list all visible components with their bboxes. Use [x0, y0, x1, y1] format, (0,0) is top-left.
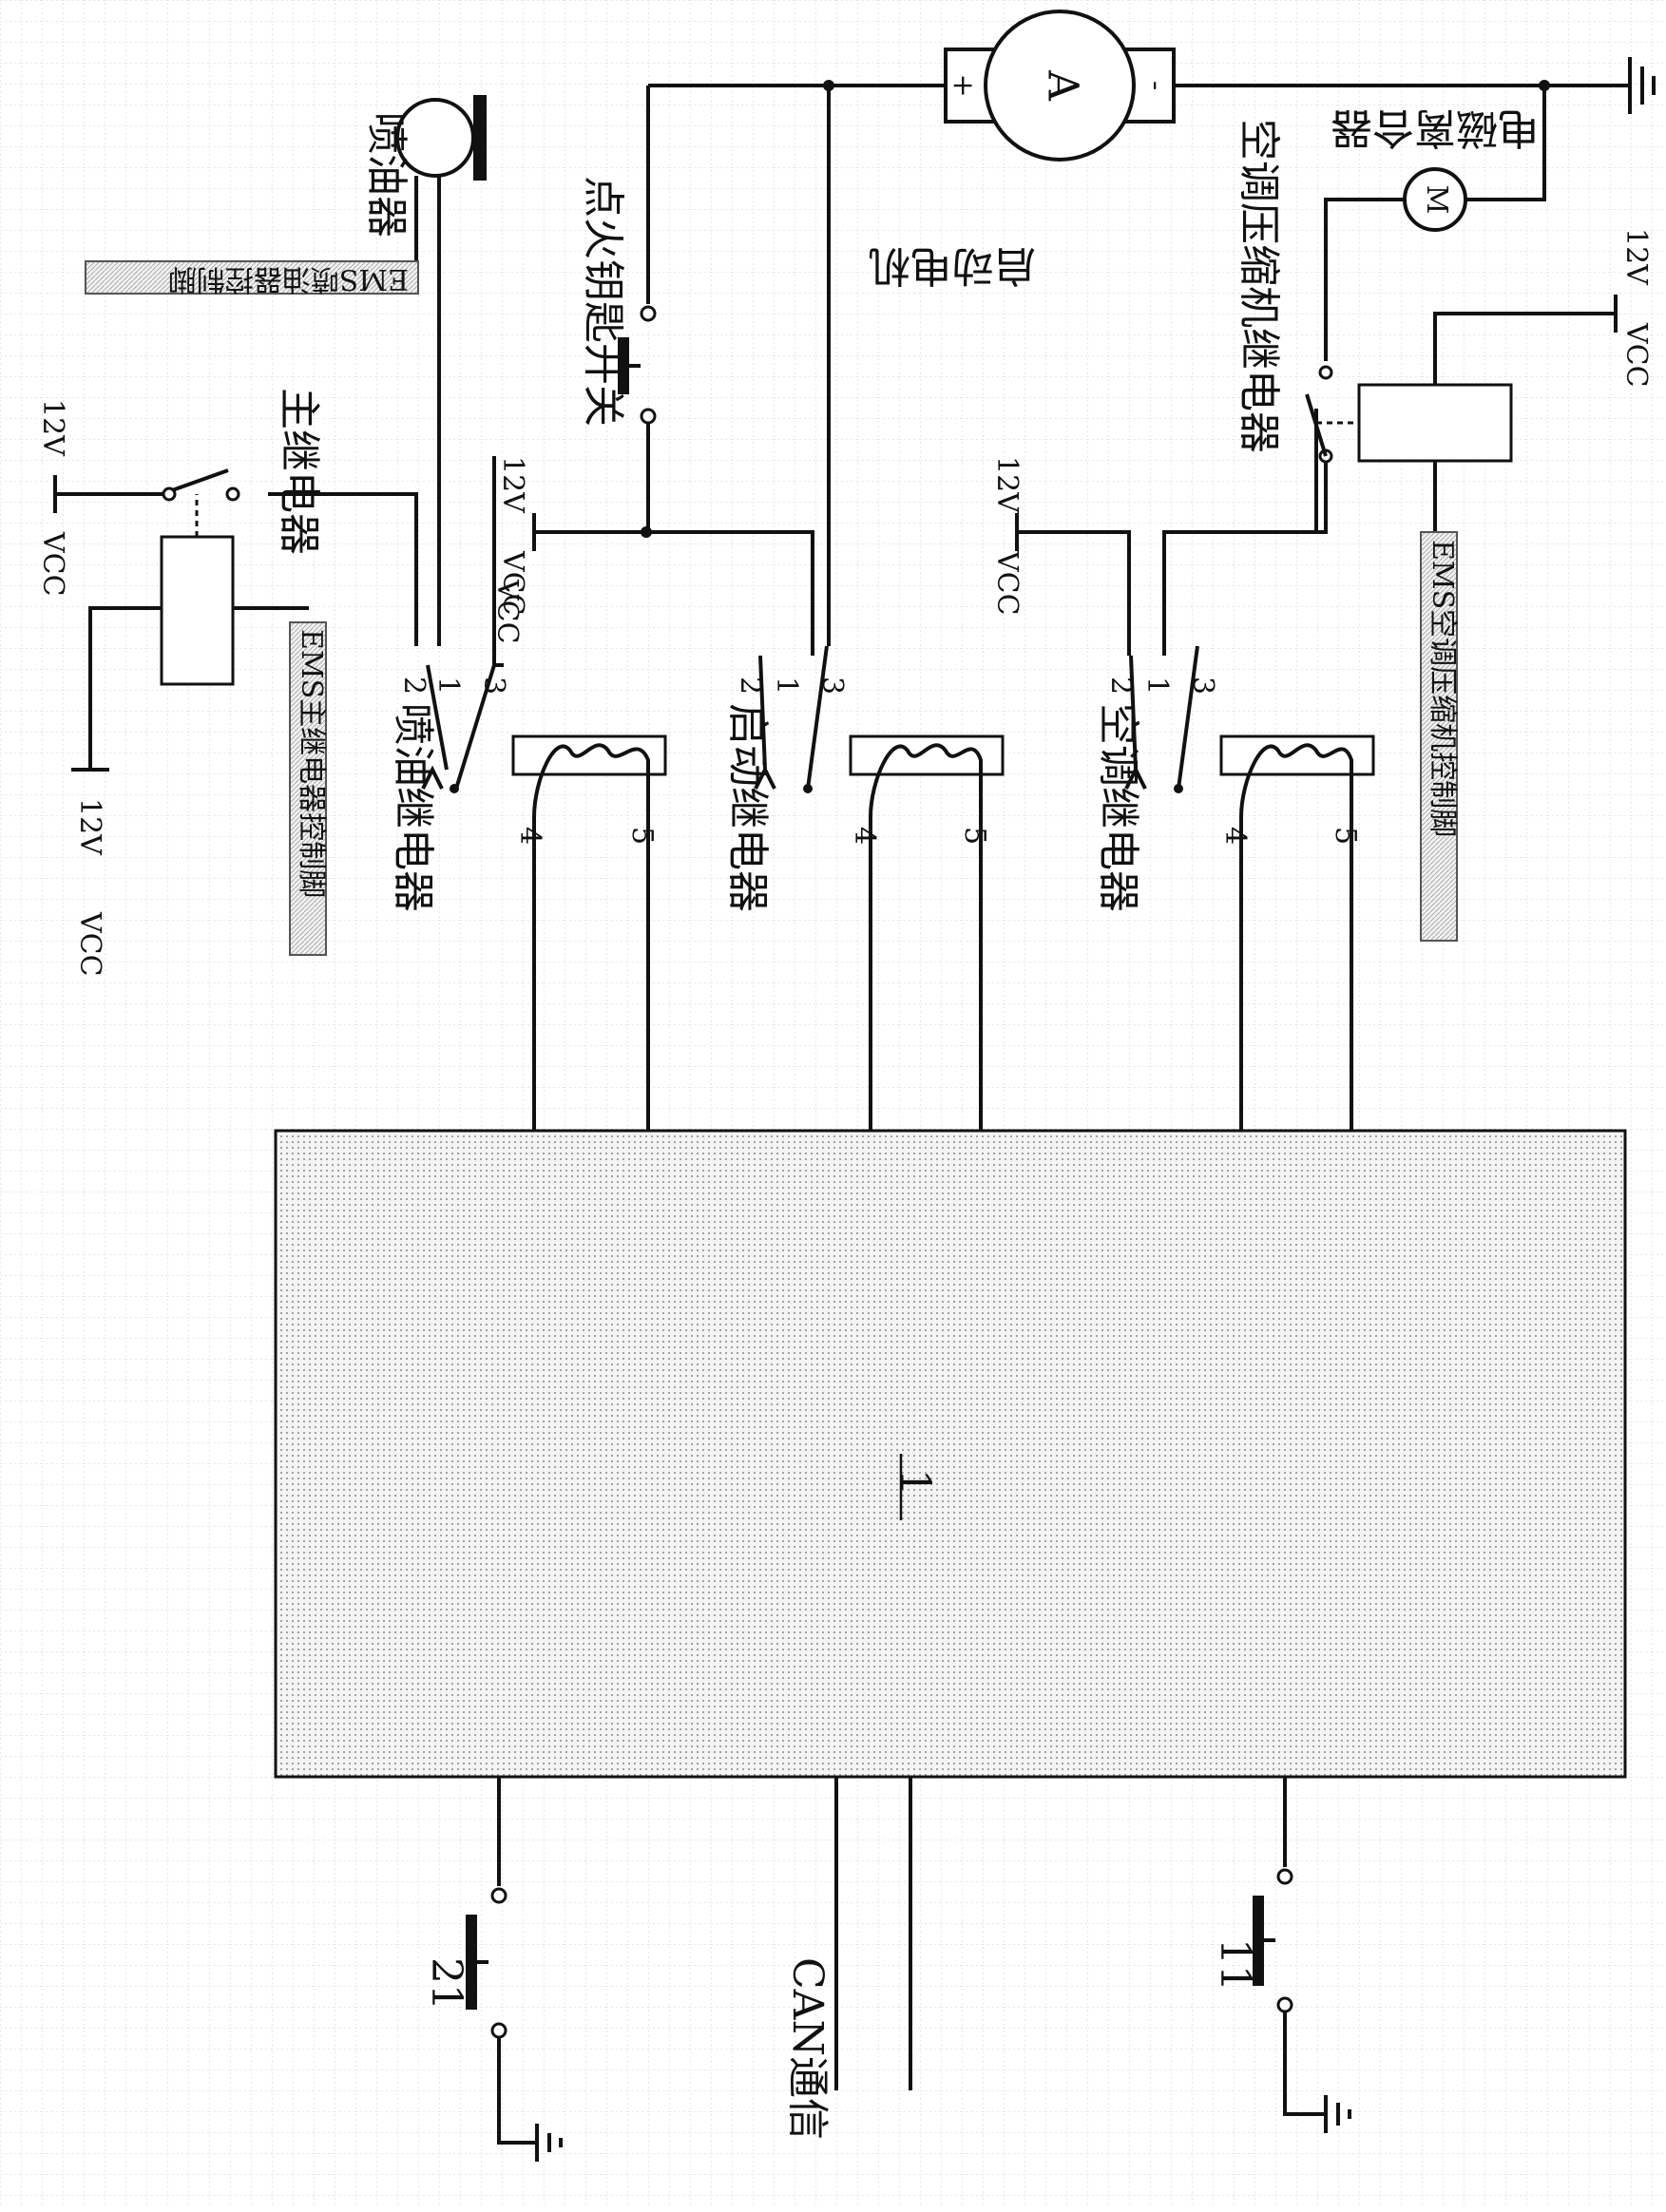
main-relay-vcc-left-voltage: 12V: [73, 798, 106, 856]
start-pin-4: 4: [848, 827, 881, 845]
start-pin-3: 3: [815, 677, 849, 695]
controller-module: [276, 1131, 1625, 1777]
switch-21-label: 21: [422, 1957, 470, 2011]
ignition-switch-label: 点火钥匙开关: [579, 176, 627, 427]
ac-pin-4: 4: [1218, 827, 1252, 845]
starter-motor-plus: +: [947, 73, 980, 97]
main-relay-vcc-top-label: VCC: [36, 531, 69, 597]
compressor-relay-tag: EMS空调压缩机控制脚: [1426, 540, 1459, 837]
start-relay-label: 启动继电器: [723, 703, 772, 912]
injector-tag: EMS喷油器控制脚: [168, 262, 409, 296]
ac-pin-5: 5: [1329, 827, 1362, 845]
fuel-relay-label: 喷油继电器: [389, 703, 437, 912]
ac-vcc-voltage: 12V: [990, 456, 1024, 514]
module-label: 1: [890, 1469, 939, 1496]
main-relay-vcc-top-voltage: 12V: [36, 399, 69, 457]
ac-pin-1: 1: [1140, 677, 1174, 695]
main-relay-tag: EMS主继电器控制脚: [295, 629, 328, 898]
starter-motor-symbol: A: [1039, 69, 1087, 102]
start-pin-1: 1: [770, 677, 803, 695]
starter-motor-minus: -: [1139, 81, 1173, 90]
compressor-relay-vcc-label: VCC: [1619, 322, 1653, 388]
start-vcc-label: VCC: [496, 550, 529, 616]
fuel-pin-1: 1: [431, 677, 465, 695]
fuel-pin-4: 4: [513, 827, 546, 845]
compressor-clutch-symbol: M: [1420, 185, 1453, 215]
ac-vcc-label: VCC: [990, 550, 1024, 616]
start-pin-2: 2: [734, 677, 767, 695]
fuel-pin-5: 5: [625, 827, 659, 845]
start-vcc-voltage: 12V: [496, 456, 529, 514]
compressor-relay-label: 空调压缩机继电器: [1235, 119, 1283, 453]
can-label: CAN通信: [783, 1957, 832, 2140]
fuel-pin-3: 3: [477, 677, 510, 695]
starter-motor-label: 启动电机: [869, 241, 1036, 290]
injector-label: 喷油器: [362, 112, 411, 238]
main-relay-vcc-left-label: VCC: [73, 911, 106, 977]
fuel-pin-2: 2: [397, 677, 431, 695]
start-pin-5: 5: [958, 827, 991, 845]
switch-11-label: 11: [1211, 1938, 1259, 1992]
main-relay-label: 主继电器: [275, 388, 323, 555]
compressor-relay-vcc-voltage: 12V: [1619, 228, 1653, 286]
ac-relay-label: 空调继电器: [1094, 703, 1142, 912]
ac-pin-2: 2: [1104, 677, 1138, 695]
ac-pin-3: 3: [1186, 677, 1219, 695]
compressor-clutch-label: 电磁离合器: [1331, 104, 1540, 152]
